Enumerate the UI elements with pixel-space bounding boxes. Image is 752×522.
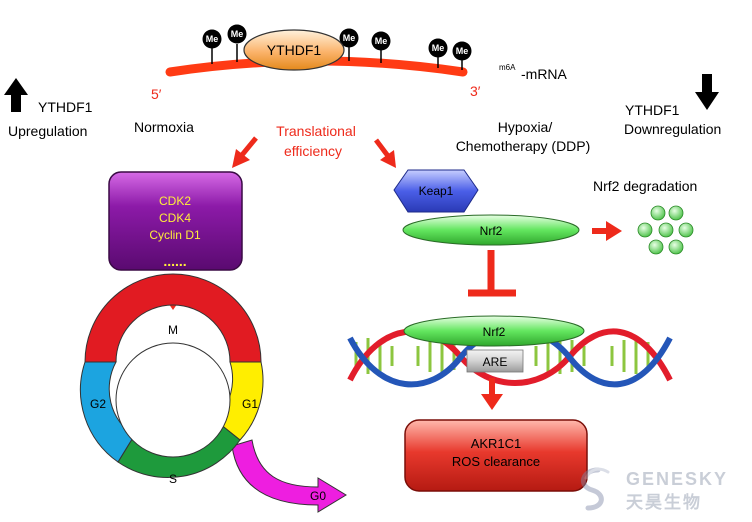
methyl-tags: Me Me Me Me Me Me: [202, 24, 472, 70]
are-element: ARE: [466, 349, 524, 373]
akr1c1-label: AKR1C1: [471, 436, 522, 451]
ythdf1-label: YTHDF1: [267, 42, 322, 58]
degradation-fragments: [637, 205, 694, 255]
svg-text:Me: Me: [432, 43, 445, 53]
phase-g1-label: G1: [242, 397, 258, 411]
inhibition-bar: [468, 250, 516, 297]
keap1-protein: Keap1: [393, 169, 479, 213]
three-prime-label: 3′: [470, 83, 481, 99]
genesky-brand-cn: 天昊生物: [626, 492, 702, 512]
phase-s-label: S: [169, 472, 177, 486]
akr1c1-box: AKR1C1 ROS clearance: [404, 419, 588, 492]
svg-text:Me: Me: [206, 34, 219, 44]
degradation-label: Nrf2 degradation: [593, 178, 697, 194]
svg-text:Me: Me: [456, 46, 469, 56]
normoxia-label: Normoxia: [134, 119, 194, 135]
cdk-box: CDK2 CDK4 Cyclin D1 ......: [108, 171, 243, 271]
ros-clearance-label: ROS clearance: [452, 454, 540, 469]
nrf2-bottom-label: Nrf2: [483, 325, 506, 339]
left-regulation-status: Upregulation: [8, 123, 87, 139]
cyclin-d1-label: Cyclin D1: [149, 228, 201, 242]
methyl-tag: Me: [428, 38, 448, 68]
chemotherapy-label: Chemotherapy (DDP): [456, 138, 591, 154]
svg-text:-mRNA: -mRNA: [521, 66, 568, 82]
mrna-label: m6A -mRNA: [499, 63, 568, 82]
down-arrow-icon: [695, 74, 719, 110]
cdk2-label: CDK2: [159, 194, 191, 208]
phase-g2-label: G2: [90, 397, 106, 411]
up-arrow-icon: [4, 78, 28, 112]
arrow-to-degradation: [592, 221, 622, 241]
hypoxia-label: Hypoxia/: [498, 119, 553, 135]
genesky-watermark: GENESKY 天昊生物: [581, 467, 728, 512]
arrow-to-cdk: [232, 136, 258, 168]
ellipsis-label: ......: [163, 253, 186, 269]
arrow-to-keap1: [374, 138, 396, 168]
efficiency-label: efficiency: [284, 143, 342, 159]
nrf2-bottom: Nrf2: [403, 315, 585, 347]
phase-m-label: M: [168, 323, 178, 337]
methyl-tag: Me: [371, 31, 391, 63]
right-regulation-status: Downregulation: [624, 121, 721, 137]
nrf2-top: Nrf2: [402, 214, 580, 246]
svg-text:m6A: m6A: [499, 63, 516, 72]
cdk4-label: CDK4: [159, 211, 191, 225]
keap1-label: Keap1: [419, 184, 454, 198]
are-label: ARE: [483, 355, 508, 369]
cell-cycle-ring: M G1 S G2 G0: [79, 273, 347, 513]
methyl-tag: Me: [339, 28, 359, 61]
left-regulation-gene: YTHDF1: [38, 99, 93, 115]
arrow-to-akr1c1: [481, 378, 503, 410]
svg-text:Me: Me: [375, 36, 388, 46]
g0-arrow: [231, 439, 347, 513]
phase-g0-label: G0: [310, 489, 326, 503]
svg-text:Me: Me: [231, 29, 244, 39]
genesky-logo-icon: [581, 467, 610, 511]
methyl-tag: Me: [227, 24, 247, 62]
svg-text:Me: Me: [343, 33, 356, 43]
right-regulation-gene: YTHDF1: [625, 102, 680, 118]
methyl-tag: Me: [202, 29, 222, 64]
five-prime-label: 5′: [151, 86, 162, 102]
nrf2-top-label: Nrf2: [480, 224, 503, 238]
ythdf1-reader: YTHDF1: [243, 29, 345, 71]
genesky-brand-en: GENESKY: [626, 469, 728, 489]
methyl-tag: Me: [452, 41, 472, 70]
translational-label: Translational: [276, 123, 356, 139]
